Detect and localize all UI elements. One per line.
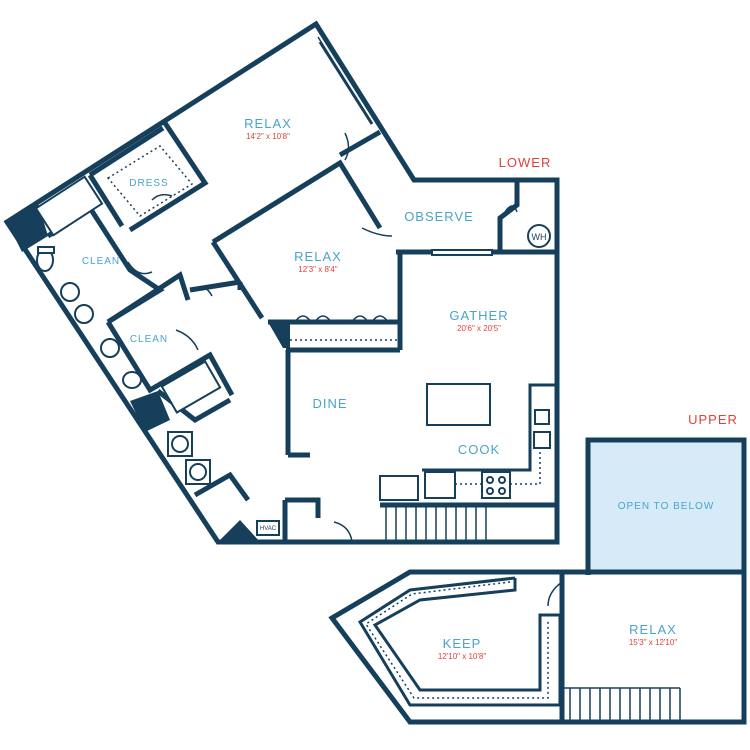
utility-top	[285, 497, 321, 518]
room-gather-name: GATHER	[449, 308, 508, 323]
dishwasher	[533, 431, 551, 449]
stairs-upper	[562, 687, 681, 720]
relax-main-wall	[128, 118, 209, 233]
closet-door	[351, 315, 389, 323]
room-relax-second-name: RELAX	[294, 249, 342, 264]
toilet-tank	[37, 246, 55, 254]
room-relax-main-name: RELAX	[244, 116, 292, 131]
upper-exterior-wall	[328, 569, 747, 725]
room-relax-upper-dims: 15'3" x 12'10"	[629, 638, 677, 647]
wall-corner-solid	[218, 520, 260, 542]
lower-level: WH HVAC	[3, 20, 560, 545]
bathtub	[160, 360, 222, 414]
door-swing	[189, 286, 213, 297]
door-swing	[333, 521, 353, 543]
room-keep-dims: 12'10" x 10'8"	[438, 652, 486, 661]
room-dress-name: DRESS	[129, 178, 168, 189]
room-clean-lower-name: CLEAN	[130, 334, 168, 345]
wall-corner-solid	[7, 203, 48, 252]
keep-closet	[357, 576, 562, 707]
room-relax-upper-name: RELAX	[629, 622, 677, 637]
sink	[100, 338, 120, 358]
sink	[534, 409, 550, 425]
window-line	[317, 36, 371, 121]
burner	[486, 476, 494, 484]
room-open-to-below-name: OPEN TO BELOW	[618, 501, 715, 512]
burner	[486, 487, 494, 495]
dryer-drum	[189, 463, 207, 481]
door-swing	[175, 329, 199, 351]
room-gather-dims: 20'6" x 20'5"	[457, 324, 501, 333]
door-swing	[127, 261, 153, 275]
wall-corner-solid	[130, 391, 170, 432]
kitchen-counter-dash	[455, 450, 541, 485]
window	[431, 249, 493, 256]
room-relax-second-dims: 12'3" x 8'4"	[298, 265, 338, 274]
range-stove	[481, 471, 511, 499]
kitchen-island	[426, 383, 491, 426]
level-upper-label: UPPER	[688, 412, 738, 427]
lower-exterior-wall	[3, 20, 560, 545]
level-lower-label: LOWER	[499, 155, 552, 170]
door-swing	[547, 581, 563, 607]
clean-lower-wall	[105, 320, 235, 397]
door-swing	[504, 205, 518, 213]
water-heater-label: WH	[532, 232, 547, 242]
room-keep-name: KEEP	[443, 636, 482, 651]
sink	[60, 282, 80, 302]
pantry	[379, 475, 419, 501]
clean-divider	[106, 271, 191, 325]
observe-wall	[338, 129, 382, 158]
kitchen-counter	[422, 383, 555, 472]
hvac-label: HVAC	[260, 526, 277, 532]
relax-second-wall	[211, 159, 383, 245]
room-clean-upper-name: CLEAN	[82, 256, 120, 267]
wall-corner-solid	[268, 322, 290, 348]
sink	[74, 304, 94, 324]
stairs-lower	[385, 507, 487, 540]
burner	[498, 487, 506, 495]
refrigerator	[424, 471, 456, 499]
laundry-bottom	[193, 471, 251, 502]
water-heater	[527, 224, 551, 248]
door-swing	[151, 193, 173, 201]
door-swing	[344, 132, 350, 161]
burner	[498, 476, 506, 484]
door-swing	[361, 227, 393, 237]
open-to-below-area	[585, 437, 747, 575]
dress-closet	[106, 145, 194, 217]
room-relax-main-dims: 14'2" x 10'8"	[246, 132, 290, 141]
hall-wall	[189, 279, 241, 293]
washer-drum	[171, 435, 189, 453]
dress-wall-lower	[87, 173, 125, 228]
room-observe-name: OBSERVE	[404, 209, 474, 224]
upper-level	[328, 437, 747, 725]
toilet	[122, 371, 142, 389]
hvac-unit	[256, 520, 280, 536]
wh-closet	[497, 180, 557, 255]
dress-wall	[88, 125, 165, 178]
bathtub	[34, 175, 104, 237]
closet-door	[294, 315, 332, 323]
room-cook-name: COOK	[458, 442, 500, 457]
room-dine-name: DINE	[312, 396, 347, 411]
